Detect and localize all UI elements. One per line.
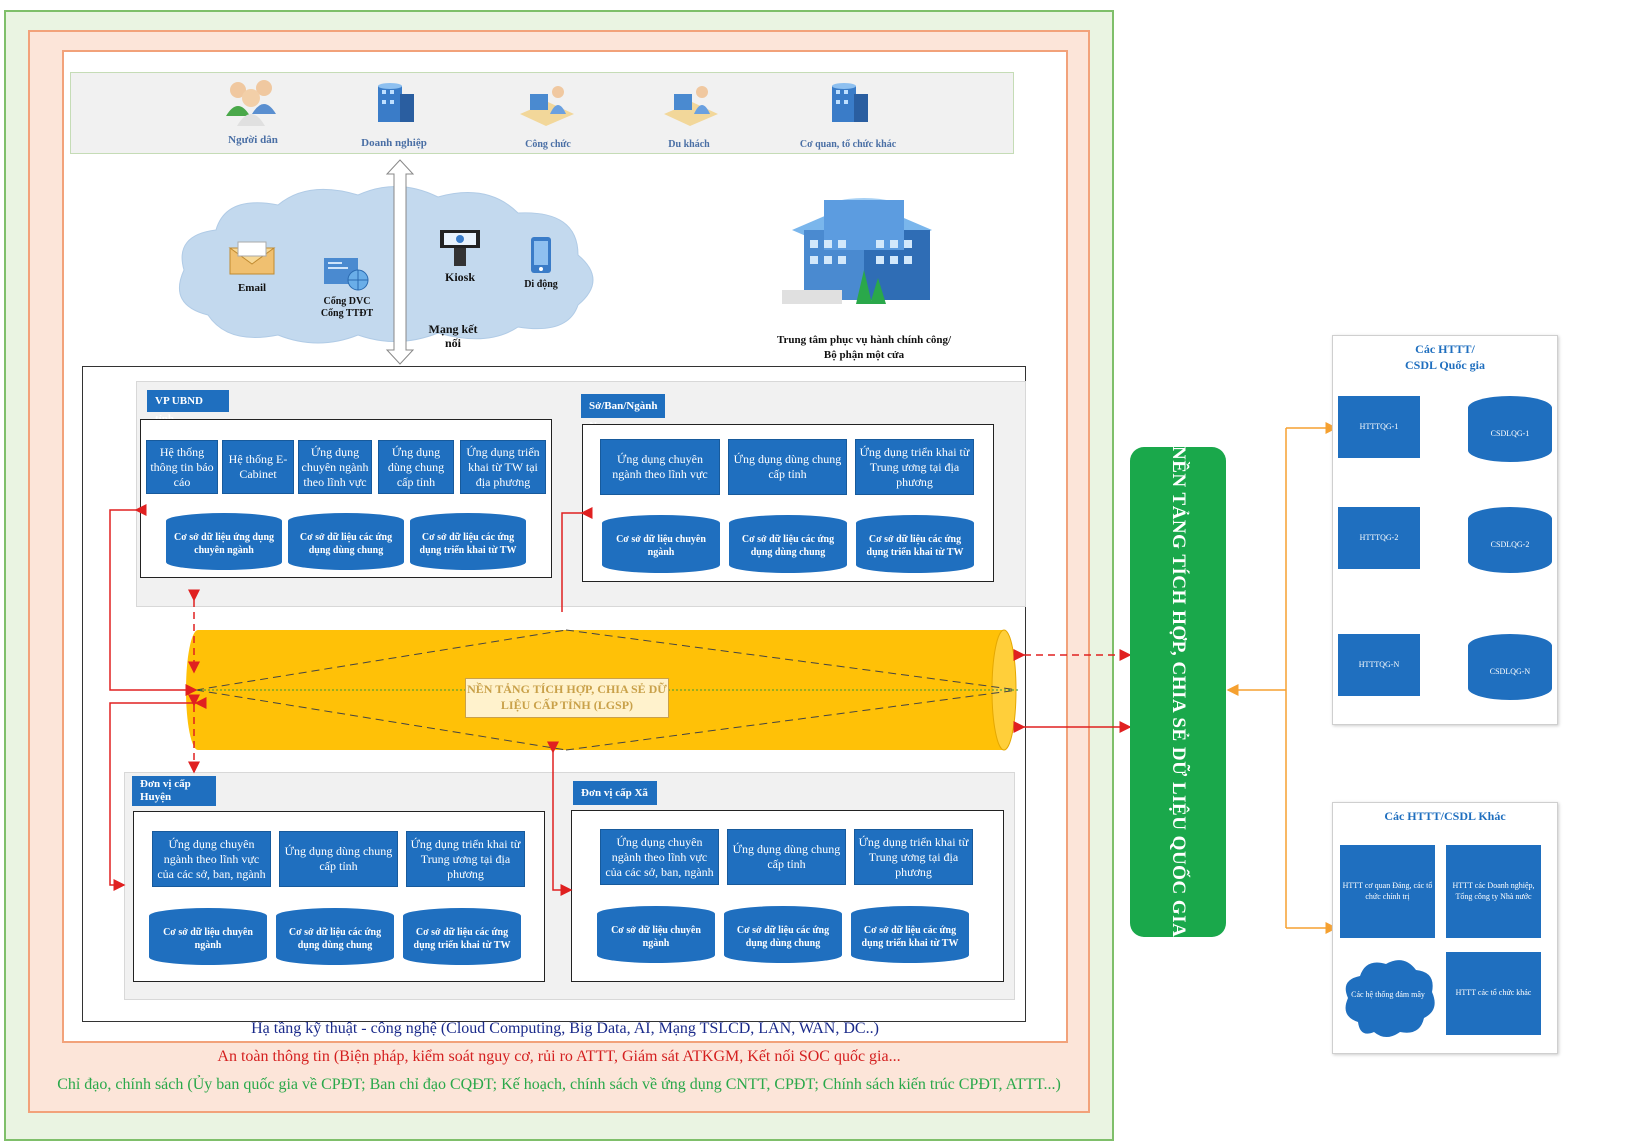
service-center-label: Trung tâm phục vụ hành chính công/ Bộ ph…	[776, 334, 952, 361]
department-db: Cơ sở dữ liệu các ứng dụng triển khai từ…	[856, 515, 974, 573]
channels-cloud	[179, 186, 594, 344]
provincial-app: Ứng dụng triển khai từ TW tại địa phương	[460, 440, 546, 494]
provincial-app: Ứng dụng dùng chung cấp tỉnh	[378, 440, 454, 494]
civil-servant-icon	[520, 86, 574, 126]
other-systems-title: Các HTTT/CSDL Khác	[1384, 809, 1506, 823]
provincial-db: Cơ sở dữ liệu các ứng dụng triển khai từ…	[410, 513, 526, 570]
portal-label-line2: Cổng TTĐT	[320, 308, 374, 319]
mobile-label: Di động	[524, 279, 558, 290]
national-platform-pillar	[1130, 447, 1226, 937]
national-db: CSDLQG-N	[1468, 634, 1552, 700]
portal-label-line1: Cổng DVC	[323, 296, 371, 307]
user-label-civil-servant: Công chức	[525, 139, 571, 150]
department-app: Ứng dụng dùng chung cấp tỉnh	[728, 439, 847, 495]
other-system: HTTT các tổ chức khác	[1446, 952, 1541, 1035]
commune-app: Ứng dụng dùng chung cấp tỉnh	[727, 829, 846, 885]
national-platform-text-wrap: NỀN TẢNG TÍCH HỢP, CHIA SẺ DỮ LIỆU QUỐC …	[1130, 446, 1226, 938]
email-label: Email	[237, 282, 267, 294]
network-label: Mạng kết nối	[428, 322, 478, 351]
user-label-tourist: Du khách	[668, 139, 710, 150]
commune-app: Ứng dụng chuyên ngành theo lĩnh vực của …	[600, 829, 719, 885]
mobile-icon	[531, 237, 551, 273]
national-db: CSDLQG-2	[1468, 507, 1552, 573]
department-tag: Sở/Ban/Ngành N	[581, 394, 665, 432]
infrastructure-caption: Hạ tầng kỹ thuật - công nghệ (Cloud Comp…	[251, 1020, 879, 1037]
national-system: HTTTQG-N	[1338, 634, 1420, 696]
provincial-app: Hệ thống E-Cabinet	[222, 440, 294, 494]
commune-app: Ứng dụng triển khai từ Trung ương tại đị…	[854, 829, 973, 885]
district-app: Ứng dụng dùng chung cấp tỉnh	[279, 831, 398, 887]
commune-db: Cơ sở dữ liệu các ứng dụng dùng chung	[724, 906, 842, 963]
cloud-systems-icon	[1345, 960, 1435, 1037]
policy-caption: Chỉ đạo, chính sách (Ủy ban quốc gia về …	[57, 1076, 1061, 1093]
other-system: HTTT cơ quan Đảng, các tổ chức chính trị	[1340, 845, 1435, 938]
national-systems-title: Các HTTT/ CSDL Quốc gia	[1404, 342, 1485, 373]
kiosk-label: Kiosk	[444, 270, 475, 284]
email-icon	[228, 241, 276, 275]
kiosk-icon	[440, 230, 480, 266]
lgsp-label: NỀN TẢNG TÍCH HỢP, CHIA SẺ DỮ LIỆU CẤP T…	[465, 678, 669, 718]
user-label-enterprise: Doanh nghiệp	[361, 137, 427, 149]
commune-db: Cơ sở dữ liệu các ứng dụng triển khai từ…	[851, 906, 969, 963]
district-db: Cơ sở dữ liệu các ứng dụng triển khai từ…	[403, 908, 521, 965]
provincial-app: Ứng dụng chuyên ngành theo lĩnh vực	[298, 440, 372, 494]
other-system: Các hệ thống đám mây	[1351, 989, 1425, 999]
people-icon	[226, 80, 276, 126]
commune-tag: Đơn vị cấp Xã	[573, 781, 657, 805]
tourist-icon	[664, 86, 718, 126]
department-db: Cơ sở dữ liệu các ứng dụng dùng chung	[729, 515, 847, 573]
organization-building-icon	[832, 83, 868, 122]
service-center-building-icon	[782, 198, 932, 304]
portal-label: Cổng DVC Cổng TTĐT	[300, 296, 394, 320]
enterprise-building-icon	[378, 83, 414, 122]
national-system: HTTTQG-1	[1338, 396, 1420, 458]
national-system: HTTTQG-2	[1338, 507, 1420, 569]
provincial-db: Cơ sở dữ liệu các ứng dụng dùng chung	[288, 513, 404, 570]
department-app: Ứng dụng triển khai từ Trung ương tại đị…	[855, 439, 974, 495]
other-system: HTTT các Doanh nghiệp, Tổng công ty Nhà …	[1446, 845, 1541, 938]
national-platform-label: NỀN TẢNG TÍCH HỢP, CHIA SẺ DỮ LIỆU QUỐC …	[1168, 446, 1189, 938]
district-app: Ứng dụng triển khai từ Trung ương tại đị…	[406, 831, 525, 887]
commune-db: Cơ sở dữ liệu chuyên ngành	[597, 906, 715, 963]
district-db: Cơ sở dữ liệu các ứng dụng dùng chung	[276, 908, 394, 965]
user-label-citizen: Người dân	[228, 134, 278, 146]
portal-icon	[324, 258, 369, 291]
national-db: CSDLQG-1	[1468, 396, 1552, 462]
district-db: Cơ sở dữ liệu chuyên ngành	[149, 908, 267, 965]
user-label-organization: Cơ quan, tổ chức khác	[799, 139, 897, 150]
security-caption: An toàn thông tin (Biện pháp, kiểm soát …	[217, 1048, 901, 1065]
department-app: Ứng dụng chuyên ngành theo lĩnh vực	[600, 439, 720, 495]
network-arrow	[385, 159, 415, 365]
provincial-app: Hệ thống thông tin báo cáo	[146, 440, 218, 494]
department-db: Cơ sở dữ liệu chuyên ngành	[602, 515, 720, 573]
